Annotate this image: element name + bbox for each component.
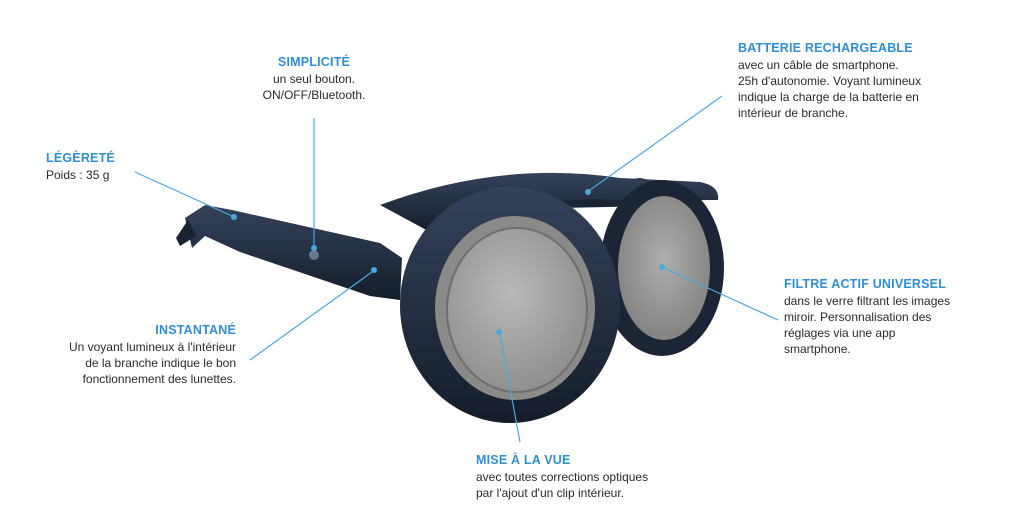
callout-text: ON/OFF/Bluetooth. [262,88,366,102]
left-frame [400,187,620,423]
callout-filtre: FILTRE ACTIF UNIVERSEL dans le verre fil… [784,276,988,357]
leader-filtre [663,267,779,321]
callout-text: indique la charge de la batterie en [738,90,919,104]
callout-title: MISE À LA VUE [476,453,571,467]
callout-title: FILTRE ACTIF UNIVERSEL [784,277,947,291]
leader-batterie [589,95,723,191]
callout-text: smartphone. [784,342,851,356]
leader-legerete [134,171,233,217]
callout-instantane: INSTANTANÉ Un voyant lumineux à l'intéri… [20,322,236,387]
callout-title: INSTANTANÉ [155,323,236,337]
callout-legerete: LÉGÈRETÉ Poids : 35 g [46,150,115,183]
callout-text: 25h d'autonomie. Voyant lumineux [738,74,922,88]
callout-text: un seul bouton. [272,72,356,86]
callout-batterie: BATTERIE RECHARGEABLE avec un câble de s… [738,40,921,121]
callout-text: Poids : 35 g [46,168,110,182]
leader-lines [134,95,779,443]
callout-title: SIMPLICITÉ [277,55,351,69]
callout-text: intérieur de branche. [738,106,849,120]
callout-text: de la branche indique le bon [85,356,236,370]
callout-title: BATTERIE RECHARGEABLE [738,41,913,55]
leader-instantane [249,271,373,361]
callout-text: par l'ajout d'un clip intérieur. [476,486,625,500]
power-button [309,250,319,260]
callout-title: LÉGÈRETÉ [46,151,115,165]
callout-text: Un voyant lumineux à l'intérieur [68,340,236,354]
left-temple [176,205,402,300]
leader-mise [499,333,521,443]
callout-text: avec toutes corrections optiques [476,470,649,484]
callout-mise: MISE À LA VUE avec toutes corrections op… [476,452,648,501]
callout-simplicite: SIMPLICITÉ un seul bouton. ON/OFF/Blueto… [244,54,384,103]
callout-text: miroir. Personnalisation des [784,310,932,324]
callout-text: réglages via une app [784,326,896,340]
callout-text: avec un câble de smartphone. [738,58,899,72]
callout-text: dans le verre filtrant les images [784,294,951,308]
callout-text: fonctionnement des lunettes. [82,372,236,386]
